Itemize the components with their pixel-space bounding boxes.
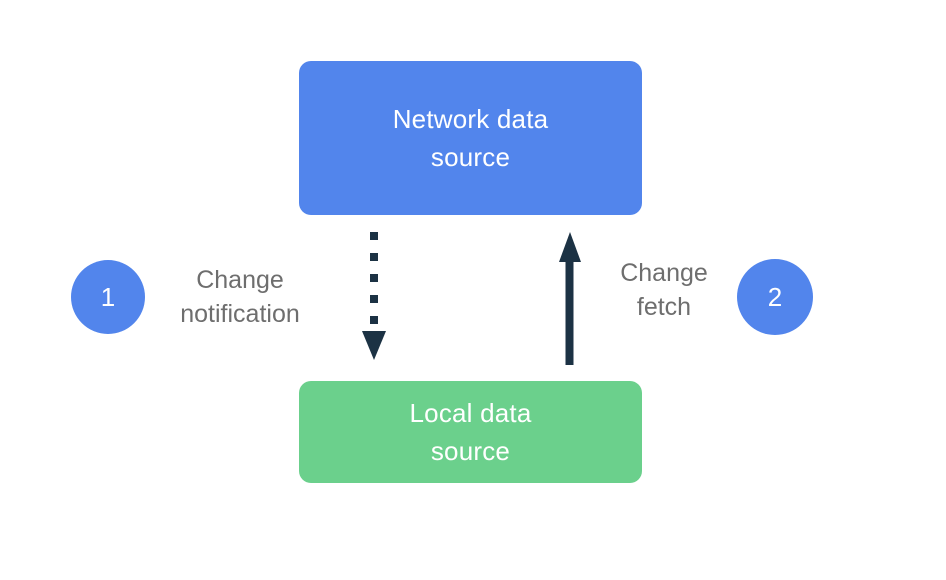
- node-local-data-source[interactable]: Local data source: [299, 381, 642, 483]
- step-badge-2[interactable]: 2: [737, 259, 813, 335]
- node-network-data-source-label: Network data source: [392, 104, 549, 172]
- node-local-data-source-label: Local data source: [409, 398, 532, 466]
- step-badge-1[interactable]: 1: [71, 260, 145, 334]
- step-badge-1-label: 1: [100, 282, 116, 312]
- edge-label-change-notification: Change notification: [180, 266, 300, 328]
- step-badge-2-label: 2: [767, 282, 783, 312]
- edge-label-change-fetch: Change fetch: [620, 259, 708, 321]
- arrow-up-solid-icon: [559, 232, 581, 365]
- arrow-down-dotted-icon: [362, 232, 386, 360]
- node-network-data-source[interactable]: Network data source: [299, 61, 642, 215]
